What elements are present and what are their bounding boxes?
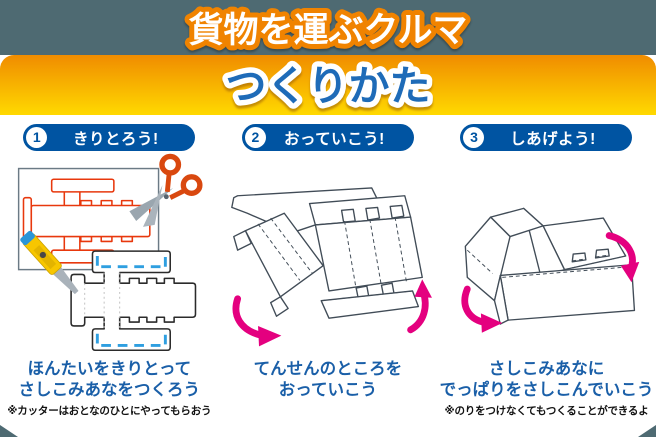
fold-lines: [467, 249, 632, 278]
step-3-number-badge: 3: [463, 127, 485, 148]
curved-arrow-icon-right: [606, 232, 640, 283]
fold-lines: [84, 272, 121, 329]
page-title-graphic: 貨物を運ぶクルマ: [184, 6, 473, 54]
step-3-note: ※のりをつけなくてもつくることができるよ: [444, 405, 649, 418]
step-1-caption: ほんたいをきりとって さしこみあなをつくろう: [19, 359, 201, 400]
step-2-header: 2 おっていこう!: [241, 124, 414, 151]
page-corner-decoration-left: [0, 425, 18, 437]
step-3: 3 しあげよう!: [437, 115, 656, 418]
curved-arrow-icon-left: [461, 285, 503, 333]
page-corner-decoration-right: [638, 425, 656, 437]
step-3-caption-line2: でっぱりをさしこんでいこう: [439, 380, 654, 399]
section-title-graphic: つくりかた: [220, 58, 436, 115]
scissors-icon: [129, 153, 203, 227]
step-1-caption-line2: さしこみあなをつくろう: [18, 380, 201, 399]
step-1-note: ※カッターはおとなのひとにやってもらおう: [7, 405, 212, 418]
step-3-caption-line1: さしこみあなに: [488, 360, 605, 378]
step-2-caption: てんせんのところを おっていこう: [254, 359, 403, 400]
cutout-body: [70, 250, 197, 352]
steps-row: 1 きりとろう!: [0, 115, 656, 418]
step-2-illustration: [231, 187, 432, 347]
fold-lines: [257, 216, 413, 302]
step-1-label: きりとろう!: [72, 130, 159, 148]
page-header: 貨物を運ぶクルマ: [0, 0, 656, 55]
curved-arrow-icon-left: [232, 295, 282, 347]
page-title: 貨物を運ぶクルマ: [189, 11, 468, 50]
step-3-caption: さしこみあなに でっぱりをさしこんでいこう: [440, 359, 654, 400]
step-1-header: 1 きりとろう!: [23, 124, 196, 151]
section-banner: つくりかた: [0, 55, 656, 115]
step-3-label: しあげよう!: [510, 130, 596, 148]
curved-arrow-icon-right: [407, 279, 432, 334]
step-2-caption-line2: おっていこう: [278, 380, 377, 399]
template-outline: [23, 178, 151, 264]
utility-knife-icon: [20, 230, 79, 295]
step-2-label: おっていこう!: [283, 130, 385, 148]
step-3-illustration: [461, 207, 640, 333]
cut-slot-marks: [96, 256, 168, 347]
step-3-header: 3 しあげよう!: [460, 124, 633, 151]
step-1-illustration: [18, 153, 203, 352]
step-2: 2 おっていこう!: [219, 115, 438, 418]
assembled-truck: [465, 207, 636, 325]
section-title: つくりかた: [226, 63, 431, 109]
step-2-number-badge: 2: [244, 127, 266, 148]
step-1: 1 きりとろう!: [0, 115, 219, 418]
step-1-number-badge: 1: [26, 127, 48, 148]
folding-net: [231, 187, 423, 319]
step-1-caption-line1: ほんたいをきりとって: [27, 360, 192, 378]
step-2-caption-line1: てんせんのところを: [253, 360, 403, 378]
